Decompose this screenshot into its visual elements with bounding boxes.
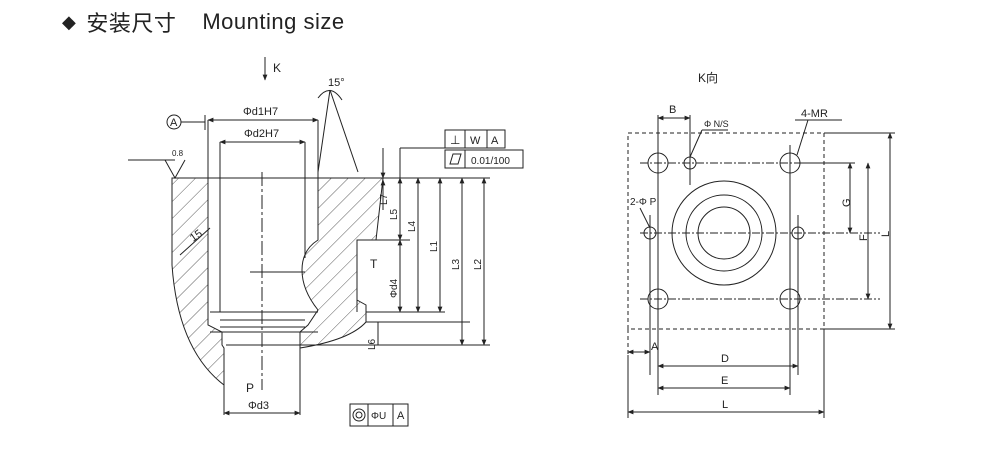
view-arrow-k-label: K <box>273 61 281 75</box>
flatness-icon <box>449 153 462 165</box>
vertical-dimensions: L7 L5 L4 Φd4 L1 L3 L2 L6 <box>300 148 490 350</box>
label-t: T <box>370 257 378 271</box>
tolerance-flat-frame: 0.01/100 <box>444 149 524 169</box>
datum-a-label: A <box>170 117 178 129</box>
dim-b-label: B <box>669 104 676 116</box>
section-view: K A <box>128 57 524 427</box>
page-title: ◆ 安装尺寸 Mounting size <box>62 6 345 38</box>
dim-d3-label: Φd3 <box>248 400 269 412</box>
tol-coax-value: ΦU <box>371 411 386 422</box>
title-english: Mounting size <box>202 9 345 34</box>
dim-l2-label: L2 <box>473 258 484 270</box>
dim-l6-label: L6 <box>367 338 378 350</box>
dim-l4-label: L4 <box>407 220 418 232</box>
diamond-bullet-icon: ◆ <box>62 11 77 32</box>
dim-e-label: E <box>721 375 728 387</box>
tol-perp-ref1: W <box>470 135 481 147</box>
k-view-outline <box>627 132 825 330</box>
title-chinese: 安装尺寸 <box>86 11 177 36</box>
dim-d2-label: Φd2H7 <box>244 128 279 140</box>
dim-d3: Φd3 <box>223 400 301 416</box>
body-left-hatch <box>171 177 225 387</box>
dim-l-right-label: L <box>880 231 892 237</box>
angle-top: 15° <box>317 77 359 173</box>
dim-d-label: D <box>721 353 729 365</box>
k-view-title: K向 <box>698 70 718 85</box>
label-p: P <box>246 381 254 395</box>
concentricity-icon <box>352 408 366 422</box>
dim-d1: Φd1H7 <box>207 106 319 178</box>
tol-flat-value: 0.01/100 <box>471 156 510 167</box>
view-arrow-k: K <box>262 57 281 81</box>
tol-coax-ref: A <box>397 410 405 422</box>
tol-perp-symbol: ⊥ <box>450 133 460 147</box>
two-p-label: 2-Φ P <box>630 197 657 208</box>
dim-l-bottom-label: L <box>722 399 728 411</box>
dim-a-label: A <box>651 341 659 353</box>
k-view: K向 B Φ N/S 4- <box>627 70 895 418</box>
dim-d1-label: Φd1H7 <box>243 106 278 118</box>
four-mr-label: 4-MR <box>801 108 828 120</box>
ns-label: Φ N/S <box>704 119 729 129</box>
dim-d4-label: Φd4 <box>389 278 400 298</box>
dim-l1-label: L1 <box>429 240 440 252</box>
tol-perp-ref2: A <box>491 135 499 147</box>
angle-left-label: 15 <box>188 228 205 245</box>
dim-g-label: G <box>841 198 853 207</box>
dim-l5-label: L5 <box>389 208 400 220</box>
dim-l3-label: L3 <box>451 258 462 270</box>
angle-top-label: 15° <box>328 77 345 89</box>
angle-left: 15 <box>179 228 211 256</box>
dim-l7-label: L7 <box>379 193 390 205</box>
roughness-left: 0.8 <box>128 149 186 180</box>
datum-a: A <box>166 114 206 130</box>
dim-f-label: F <box>858 234 870 241</box>
tolerance-coax-frame: ΦU A <box>349 403 409 427</box>
tolerance-perp-frame: ⊥ W A <box>399 129 506 178</box>
dim-d2: Φd2H7 <box>219 128 306 172</box>
roughness-left-label: 0.8 <box>172 149 184 158</box>
